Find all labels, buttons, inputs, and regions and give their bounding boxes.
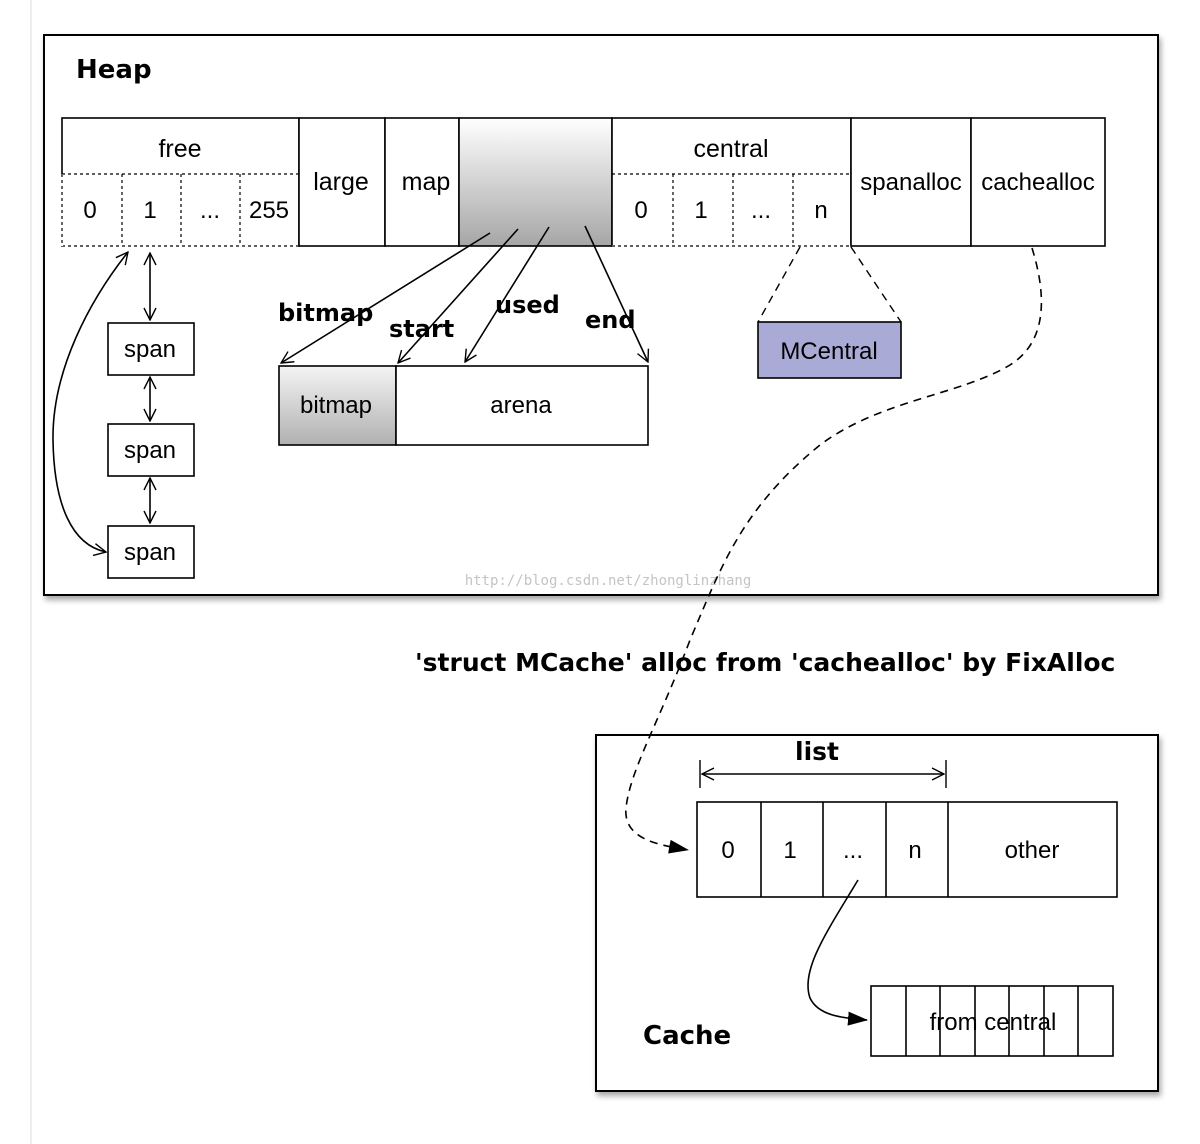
large-cell — [298, 117, 386, 247]
cache-list-row — [696, 801, 1118, 898]
heap-title: Heap — [76, 55, 152, 85]
central-slot-0: 0 — [634, 197, 647, 224]
free-slot-ellipsis: ... — [200, 197, 220, 224]
central-label: central — [693, 135, 768, 163]
cache-slot-ellipsis: ... — [843, 837, 863, 864]
mcentral-label: MCentral — [780, 338, 877, 365]
cachealloc-to-cache-arrow — [625, 247, 1043, 854]
free-slot-255: 255 — [249, 197, 289, 224]
cache-title: Cache — [643, 1021, 731, 1051]
caption: 'struct MCache' alloc from 'cachealloc' … — [415, 648, 1115, 677]
end-arrow-label: end — [585, 306, 636, 334]
cache-slot-0: 0 — [721, 837, 734, 864]
start-arrow-label: start — [389, 315, 454, 343]
arena-region-label: arena — [490, 392, 552, 419]
slot-to-central-arrow — [807, 879, 868, 1026]
central-cell — [611, 117, 852, 247]
from-central-label: from central — [930, 1009, 1057, 1036]
start-pointer-arrow — [398, 228, 519, 363]
bitmap-region — [278, 365, 397, 446]
span-label: span — [124, 539, 176, 566]
used-pointer-arrow — [465, 226, 550, 362]
cache-other-label: other — [1005, 837, 1060, 864]
mcentral-zoom-line — [850, 246, 902, 323]
cache-slot-n: n — [908, 837, 921, 864]
span-label: span — [124, 336, 176, 363]
list-label: list — [795, 737, 839, 766]
cache-slot-1: 1 — [783, 837, 796, 864]
bitmap-arrow-label: bitmap — [278, 299, 373, 327]
spanalloc-cell — [850, 117, 972, 247]
span-label: span — [124, 437, 176, 464]
mcentral-zoom-line — [757, 246, 801, 323]
bitmap-pointer-arrow — [281, 232, 491, 363]
map-cell — [384, 117, 460, 247]
central-slot-ellipsis: ... — [751, 197, 771, 224]
watermark: http://blog.csdn.net/zhonglinzhang — [465, 573, 752, 589]
cachealloc-label: cachealloc — [981, 169, 1094, 196]
spanalloc-label: spanalloc — [860, 169, 961, 196]
cachealloc-cell — [970, 117, 1106, 247]
free-label: free — [158, 135, 201, 163]
arena-region — [395, 365, 649, 446]
map-label: map — [402, 168, 451, 196]
free-slot-1: 1 — [143, 197, 156, 224]
central-slot-n: n — [814, 197, 827, 224]
span-list-loop-arrow — [52, 252, 128, 552]
used-arrow-label: used — [495, 291, 560, 319]
arena-pointer-cell — [458, 117, 613, 247]
free-slot-0: 0 — [83, 197, 96, 224]
mcentral-box — [757, 321, 902, 379]
central-slot-1: 1 — [694, 197, 707, 224]
end-pointer-arrow — [584, 225, 648, 362]
from-central-list — [870, 985, 1114, 1057]
bitmap-region-label: bitmap — [300, 392, 372, 419]
large-label: large — [313, 168, 369, 196]
